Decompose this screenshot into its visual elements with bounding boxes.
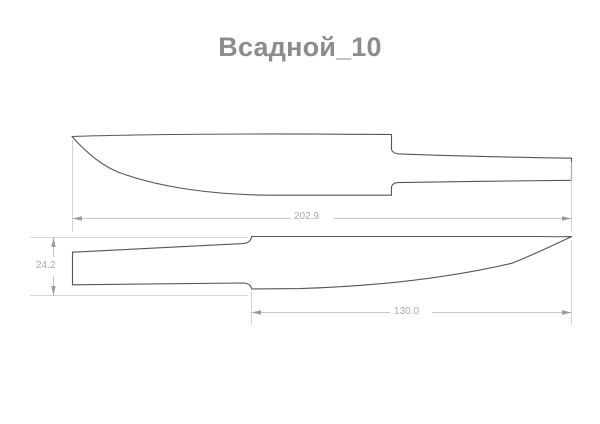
arrowhead-right xyxy=(562,310,572,315)
plan-profile-outline xyxy=(71,235,573,290)
plan-profile-view xyxy=(71,235,573,290)
dimension-tang-height xyxy=(30,237,248,296)
dimension-label-overall-length: 202.9 xyxy=(294,211,320,222)
arrowhead-right xyxy=(562,216,572,221)
dimension-blade-length xyxy=(251,240,572,325)
arrowhead-top xyxy=(51,237,56,247)
dimension-label-blade-length: 130.0 xyxy=(394,306,420,317)
side-profile-view xyxy=(71,133,573,196)
arrowhead-left xyxy=(251,310,261,315)
side-profile-outline xyxy=(71,133,573,196)
arrowhead-left xyxy=(72,216,82,221)
dimension-label-tang-height: 24.2 xyxy=(36,260,56,271)
drawing-title: Всадной_10 xyxy=(218,32,382,62)
dimension-overall-length xyxy=(72,140,572,232)
arrowhead-bottom xyxy=(51,286,56,296)
